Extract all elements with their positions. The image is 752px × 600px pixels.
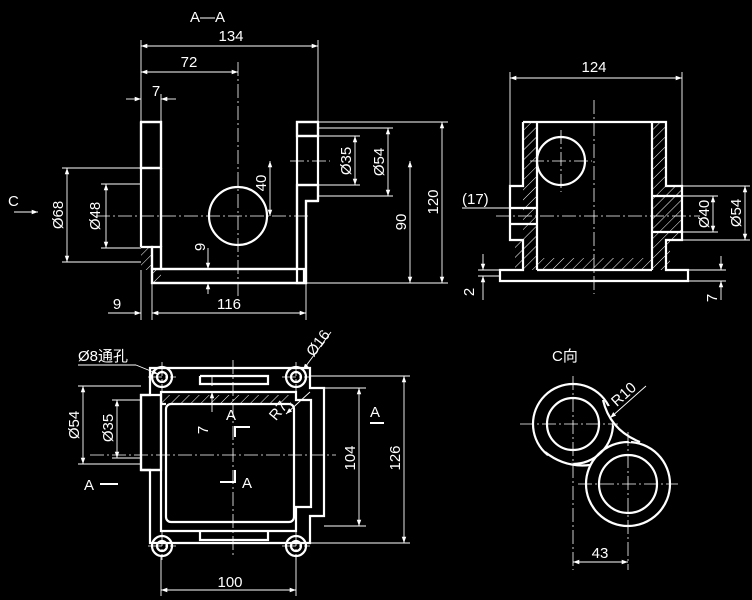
svg-text:Ø54: Ø54 — [728, 199, 745, 227]
dim-16: Ø16 — [302, 327, 334, 371]
view-c-title: C向 — [552, 348, 578, 365]
dim-124: 124 — [509, 59, 683, 186]
dim-40: 40 — [253, 161, 273, 216]
view-c-arrow: C — [8, 193, 38, 215]
view-c: C向 R10 43 — [520, 348, 678, 570]
top-outline — [139, 366, 326, 545]
section-view-a-a: A—A — [8, 9, 448, 320]
dim-top-heights: 104 126 — [310, 375, 410, 544]
svg-text:Ø16: Ø16 — [303, 327, 334, 360]
svg-text:104: 104 — [342, 445, 359, 470]
view-c-centerlines — [520, 376, 678, 570]
svg-text:A: A — [370, 404, 380, 421]
svg-text:Ø35: Ø35 — [100, 414, 117, 442]
dim-7-wall: 7 — [126, 83, 176, 122]
svg-text:A: A — [226, 407, 236, 424]
section-title: A—A — [190, 9, 225, 26]
svg-text:2: 2 — [461, 288, 478, 296]
dim-134: 134 — [140, 28, 319, 122]
svg-text:100: 100 — [217, 574, 242, 591]
dim-9-floor: 9 — [192, 243, 211, 294]
svg-text:120: 120 — [425, 189, 442, 214]
dim-17-ref: (17) — [462, 191, 537, 209]
top-view: Ø8通孔 Ø16 Ø54 Ø35 7 R7 — [66, 327, 410, 596]
svg-text:7: 7 — [704, 294, 721, 302]
dim-right-bores: Ø35 Ø54 — [318, 127, 393, 197]
svg-text:134: 134 — [218, 28, 243, 45]
svg-text:116: 116 — [217, 296, 241, 313]
dim-side-bores: Ø40 Ø54 — [682, 185, 750, 241]
svg-text:Ø40: Ø40 — [696, 200, 713, 228]
svg-text:Ø8通孔: Ø8通孔 — [78, 348, 128, 365]
svg-text:Ø54: Ø54 — [371, 148, 388, 176]
svg-text:Ø54: Ø54 — [66, 411, 83, 439]
dim-100: 100 — [160, 556, 297, 596]
side-centerlines — [496, 100, 700, 294]
dim-2: 2 — [461, 254, 500, 300]
dim-left-bores: Ø68 Ø48 — [50, 167, 141, 263]
svg-text:126: 126 — [387, 445, 404, 470]
svg-text:(17): (17) — [462, 191, 489, 208]
svg-text:Ø35: Ø35 — [338, 147, 355, 175]
dim-7-top: 7 — [195, 376, 215, 434]
section-outline — [139, 120, 320, 285]
dim-72: 72 — [141, 54, 238, 75]
svg-text:40: 40 — [253, 175, 270, 192]
svg-text:Ø48: Ø48 — [87, 202, 104, 230]
svg-text:7: 7 — [195, 426, 212, 434]
view-c-outline — [531, 382, 672, 528]
dim-heights: 90 120 — [306, 121, 448, 284]
svg-text:Ø68: Ø68 — [50, 201, 67, 229]
svg-text:43: 43 — [592, 545, 609, 562]
svg-text:R10: R10 — [608, 379, 640, 410]
svg-text:9: 9 — [192, 243, 209, 251]
dim-7-base: 7 — [688, 256, 726, 302]
section-centerlines — [96, 62, 330, 296]
dim-bottom: 9 116 — [108, 270, 307, 320]
top-hatched-walls — [139, 393, 291, 472]
section-hatched-walls — [139, 120, 320, 285]
section-marks: A A A A — [84, 404, 384, 494]
dim-43: 43 — [573, 545, 628, 565]
dim-through-hole: Ø8通孔 — [78, 348, 159, 375]
dim-top-bores: Ø54 Ø35 — [66, 385, 141, 465]
side-view: 124 (17) Ø40 Ø54 2 7 — [461, 59, 750, 302]
svg-text:A: A — [84, 477, 94, 494]
svg-text:7: 7 — [152, 83, 160, 100]
top-centerlines — [90, 360, 336, 560]
svg-text:9: 9 — [113, 296, 121, 313]
svg-text:72: 72 — [181, 54, 198, 71]
svg-text:90: 90 — [393, 214, 410, 231]
svg-text:A: A — [242, 475, 252, 492]
svg-text:C: C — [8, 193, 19, 210]
svg-text:124: 124 — [581, 59, 606, 76]
